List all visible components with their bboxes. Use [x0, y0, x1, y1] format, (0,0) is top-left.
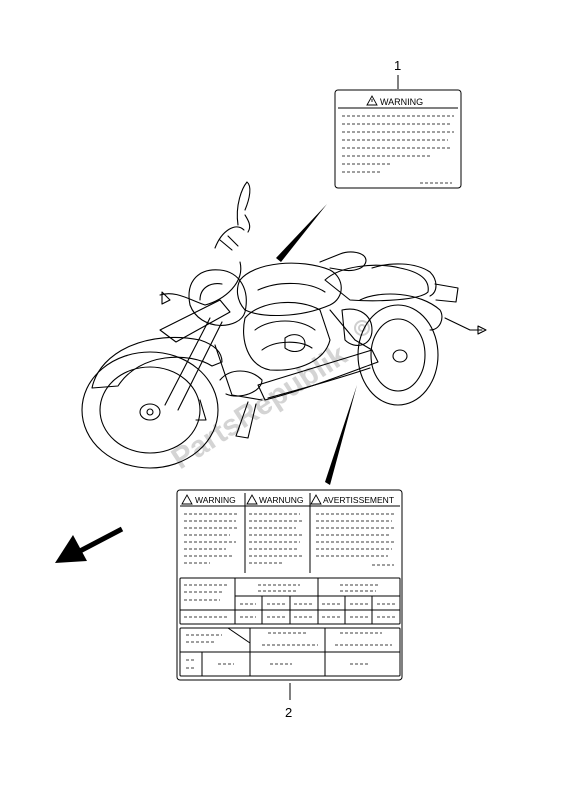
- warning-triangle-icon: [310, 494, 322, 505]
- warning-triangle-icon: [366, 95, 378, 106]
- warning-label-2: [176, 489, 403, 681]
- label-2-heading-en: WARNING: [195, 495, 236, 505]
- callout-number-2: 2: [285, 705, 293, 720]
- pointer-wedge-top: [276, 204, 327, 262]
- leader-lines: [289, 75, 399, 700]
- watermark-gear-icon: [354, 320, 370, 336]
- warning-triangle-icon: [181, 494, 193, 505]
- warning-label-1: [334, 89, 462, 189]
- pointer-wedge-bottom: [325, 385, 357, 485]
- motorcycle-outline: [81, 181, 487, 469]
- label-2-heading-fr: AVERTISSEMENT: [323, 495, 394, 505]
- label-1-heading: WARNING: [380, 97, 423, 107]
- label-1-text-lines: [342, 115, 454, 184]
- callout-number-1: 1: [394, 58, 402, 73]
- label-2-heading-de: WARNUNG: [259, 495, 304, 505]
- label-2-text-lines: [184, 513, 396, 669]
- warning-triangle-icon: [246, 494, 258, 505]
- front-arrow-icon: [55, 526, 124, 563]
